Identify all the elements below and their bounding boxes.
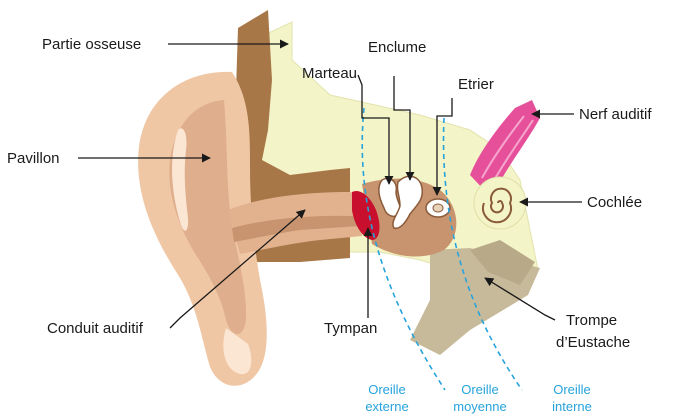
zone-interne-line1: Oreille — [553, 382, 591, 397]
zone-externe-line2: externe — [365, 399, 408, 414]
zone-labels: Oreille externe Oreille moyenne Oreille … — [365, 382, 592, 414]
label-etrier: Etrier — [458, 76, 494, 93]
zone-moyenne-line2: moyenne — [453, 399, 506, 414]
cochlea — [474, 177, 526, 229]
label-pavillon: Pavillon — [7, 150, 60, 167]
label-trompe-line1: Trompe — [566, 312, 617, 329]
zone-moyenne-line1: Oreille — [461, 382, 499, 397]
label-conduit-auditif: Conduit auditif — [47, 320, 144, 337]
label-cochlee: Cochlée — [587, 194, 642, 211]
label-enclume: Enclume — [368, 39, 426, 56]
zone-externe-line1: Oreille — [368, 382, 406, 397]
label-marteau: Marteau — [302, 65, 357, 82]
label-partie-osseuse: Partie osseuse — [42, 36, 141, 53]
label-trompe-line2: d’Eustache — [556, 334, 630, 351]
label-nerf-auditif: Nerf auditif — [579, 106, 652, 123]
label-tympan: Tympan — [324, 320, 377, 337]
zone-interne-line2: interne — [552, 399, 592, 414]
